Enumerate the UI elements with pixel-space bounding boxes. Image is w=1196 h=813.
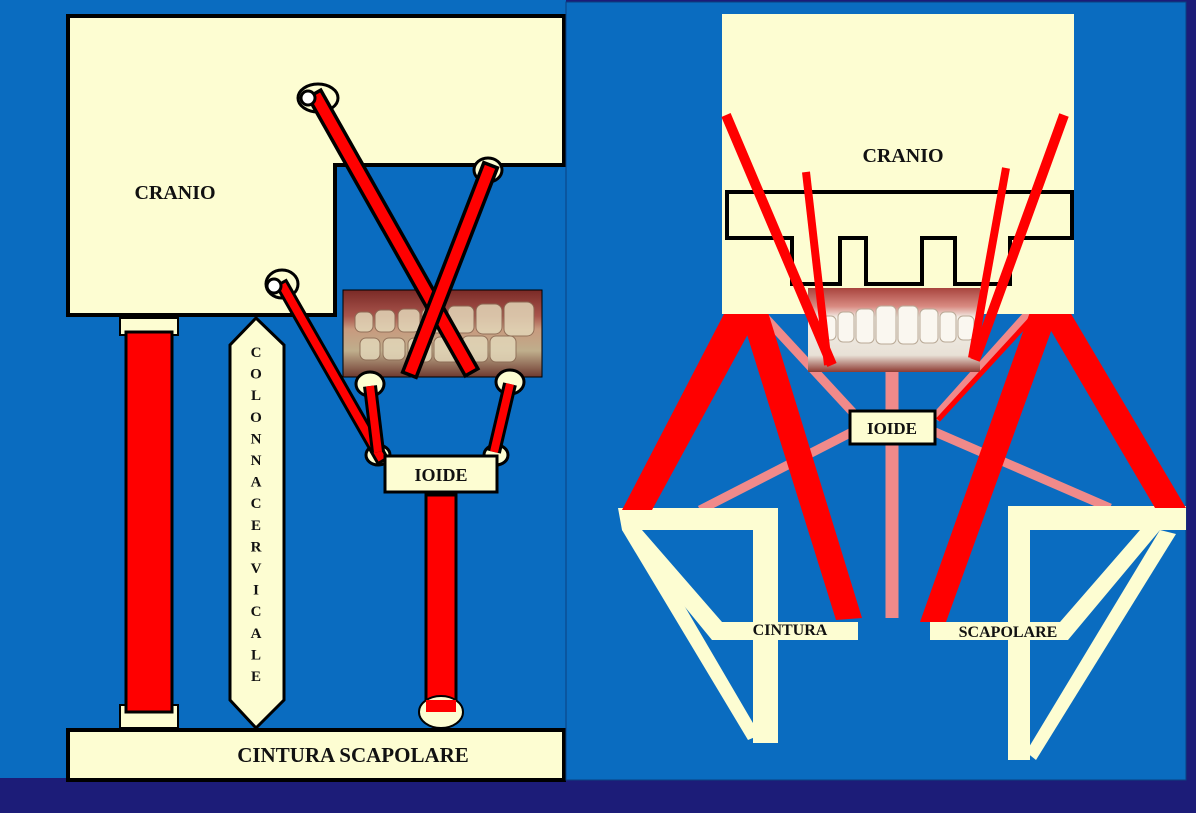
colonna-letter: O — [250, 367, 262, 383]
colonna-letter: N — [251, 453, 262, 469]
colonna-letter: A — [251, 475, 262, 491]
hyoid-side-muscles — [936, 318, 1032, 422]
colonna-letter: I — [253, 583, 259, 599]
colonna-letter: A — [251, 626, 262, 642]
cervical-muscle-bar — [124, 330, 174, 714]
cintura-scapolare-label: CINTURA SCAPOLARE — [237, 743, 469, 767]
colonna-letter: L — [251, 647, 261, 663]
scapolare-label: SCAPOLARE — [959, 624, 1058, 641]
ioide-label-right: IOIDE — [867, 419, 917, 438]
colonna-letter: C — [251, 604, 262, 620]
cranio-block-right — [722, 14, 1074, 314]
colonna-letter: E — [251, 518, 261, 534]
infrahyoid-muscle-bar — [424, 493, 458, 712]
ioide-box-right — [848, 409, 937, 446]
shoulder-frames — [618, 506, 1186, 760]
cranio-block-left — [66, 14, 566, 317]
ioide-label-left: IOIDE — [414, 465, 467, 485]
cranio-label-left: CRANIO — [134, 182, 215, 204]
colonna-letter: C — [251, 345, 262, 361]
right-panel: CRANIO IO — [565, 1, 1187, 781]
colonna-letter: V — [251, 561, 262, 577]
suprahyoid-muscles — [274, 87, 517, 466]
trapezius-muscles — [622, 312, 1186, 622]
colonna-letter: C — [251, 496, 262, 512]
colonna-letter: O — [250, 410, 262, 426]
cintura-label: CINTURA — [753, 622, 828, 639]
colonna-letter: E — [251, 669, 261, 685]
masticatory-muscles — [721, 113, 1069, 367]
colonna-letter: L — [251, 388, 261, 404]
cranio-label-right: CRANIO — [862, 145, 943, 167]
teeth-photo-front — [808, 288, 980, 372]
colonna-letter: N — [251, 431, 262, 447]
colonna-letter: R — [251, 539, 262, 555]
cintura-scapolare-bar — [66, 728, 566, 782]
ioide-box-left — [383, 454, 499, 494]
